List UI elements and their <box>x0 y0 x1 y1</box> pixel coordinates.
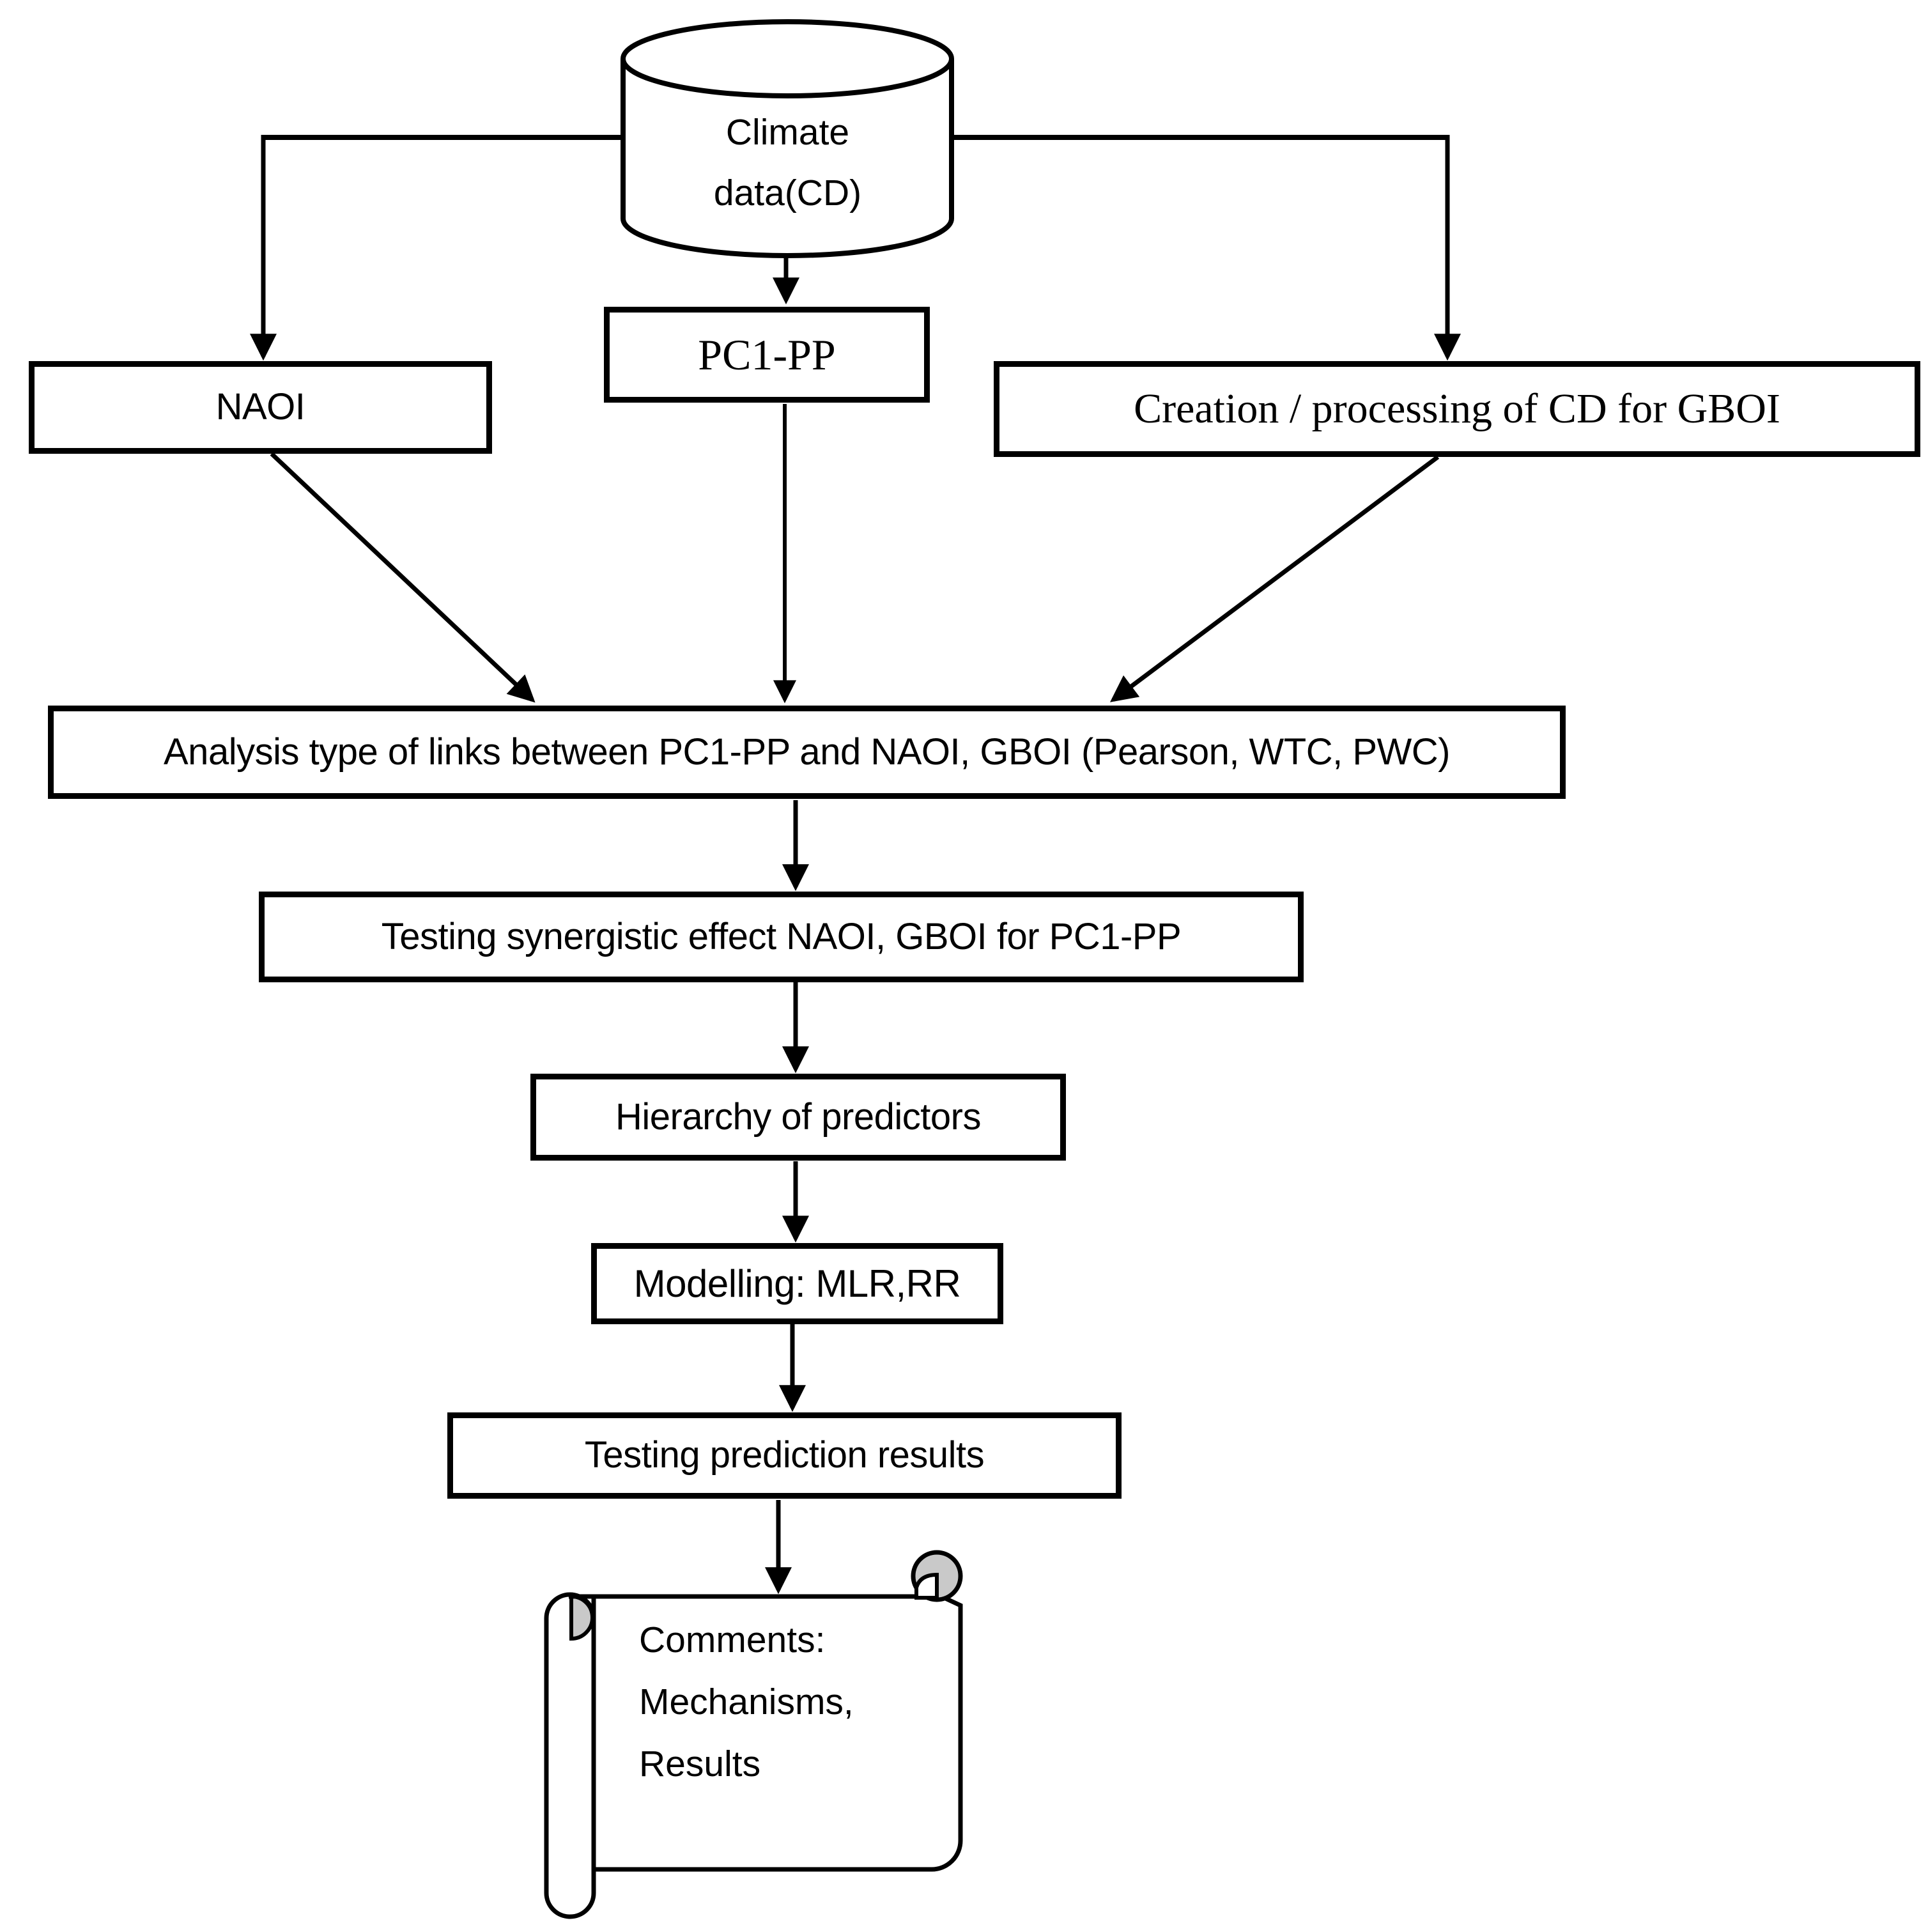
box-gboi-processing: Creation / processing of CD for GBOI <box>994 361 1920 457</box>
climate-data-line1: Climate <box>725 112 850 153</box>
box-analysis-links-label: Analysis type of links between PC1-PP an… <box>164 730 1450 773</box>
climate-data-label: Climate data(CD) <box>623 102 952 224</box>
comments-line3: Results <box>639 1743 761 1784</box>
box-pc1-pp-label: PC1-PP <box>698 330 836 379</box>
arrow-gboi-to-analysis <box>1109 455 1440 702</box>
box-pc1-pp: PC1-PP <box>604 307 930 403</box>
box-analysis-links: Analysis type of links between PC1-PP an… <box>48 706 1566 799</box>
comments-line1: Comments: <box>639 1619 826 1660</box>
box-naoi-label: NAOI <box>215 386 305 428</box>
box-synergistic-test-label: Testing synergistic effect NAOI, GBOI fo… <box>381 915 1182 957</box>
arrow-naoi-to-analysis <box>270 452 536 703</box>
scroll-left-roll <box>544 1592 596 1919</box>
comments-scroll-text: Comments: Mechanisms, Results <box>639 1609 933 1795</box>
box-hierarchy-predictors-label: Hierarchy of predictors <box>615 1095 981 1138</box>
cylinder-top <box>621 19 954 98</box>
box-synergistic-test: Testing synergistic effect NAOI, GBOI fo… <box>259 892 1304 982</box>
climate-data-line2: data(CD) <box>713 173 862 213</box>
cylinder-body <box>621 59 954 258</box>
box-testing-prediction-label: Testing prediction results <box>584 1434 985 1476</box>
climate-data-cylinder <box>621 19 954 258</box>
box-gboi-processing-label: Creation / processing of CD for GBOI <box>1134 385 1780 433</box>
scroll-sheet <box>591 1594 963 1872</box>
box-hierarchy-predictors: Hierarchy of predictors <box>530 1074 1066 1161</box>
scroll-corner-notch <box>914 1572 939 1600</box>
box-naoi: NAOI <box>29 361 492 454</box>
box-modelling: Modelling: MLR,RR <box>591 1243 1003 1324</box>
comments-line2: Mechanisms, <box>639 1681 854 1722</box>
box-testing-prediction: Testing prediction results <box>447 1412 1122 1499</box>
box-modelling-label: Modelling: MLR,RR <box>633 1262 961 1305</box>
comments-scroll-shape <box>544 1550 963 1919</box>
